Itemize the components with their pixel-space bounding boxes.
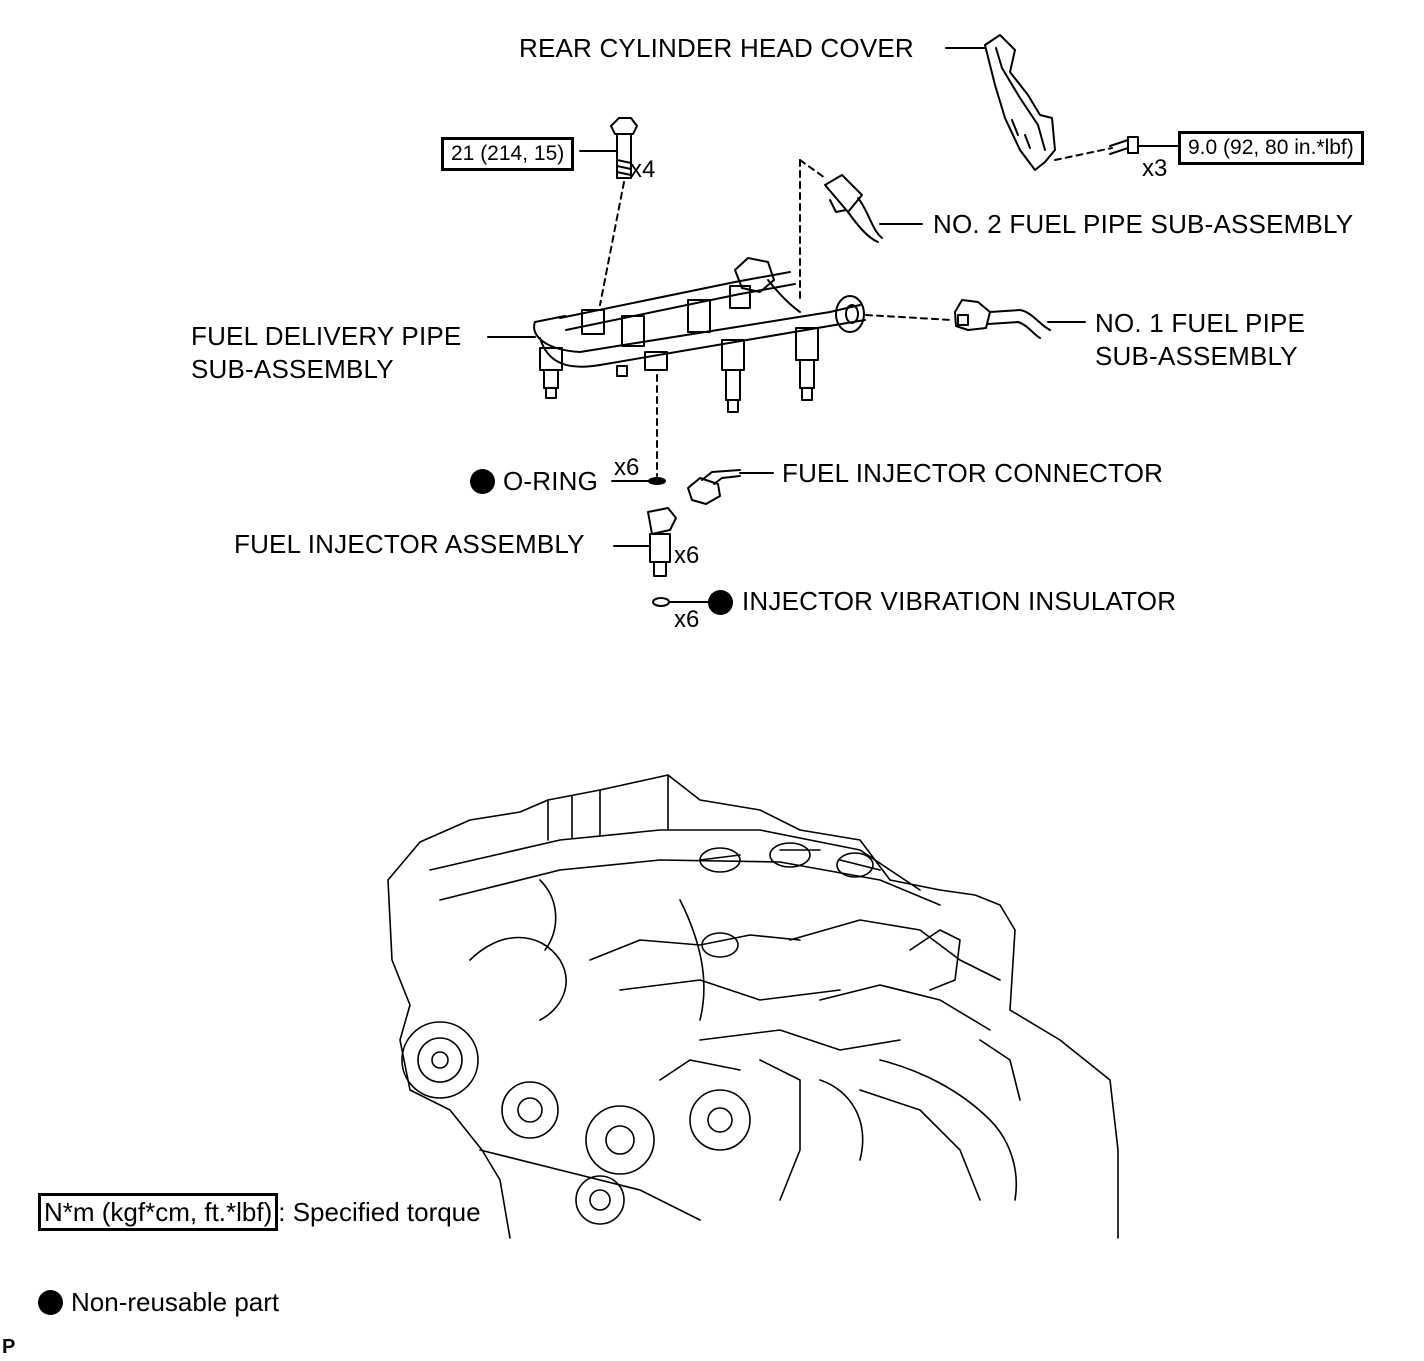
no1-pipe-dash <box>865 314 953 321</box>
no2-fuel-pipe-label: NO. 2 FUEL PIPE SUB-ASSEMBLY <box>933 209 1354 239</box>
cover-bolt-torque-box: 9.0 (92, 80 in.*lbf) <box>1178 131 1364 165</box>
non-reusable-legend-text: Non-reusable part <box>71 1287 280 1317</box>
torque-legend: N*m (kgf*cm, ft.*lbf): Specified torque <box>38 1193 481 1231</box>
cover-bolt-dash <box>1054 147 1113 161</box>
vibration-insulator-part <box>652 597 670 607</box>
no1-fuel-pipe-label-line1: NO. 1 FUEL PIPE <box>1095 308 1306 338</box>
fuel-delivery-pipe-label-line1: FUEL DELIVERY PIPE <box>191 321 462 351</box>
injector-vibration-insulator-label: INJECTOR VIBRATION INSULATOR <box>742 586 1177 616</box>
engine-illustration <box>387 774 1119 1239</box>
no2-fuel-pipe-part <box>824 174 883 243</box>
fuel-injector-connector-label: FUEL INJECTOR CONNECTOR <box>782 458 1164 488</box>
non-reusable-dot-o-ring <box>470 469 495 494</box>
delivery-bolt-part <box>610 117 638 179</box>
fuel-injector-connector-part <box>687 469 741 505</box>
no1-fuel-pipe-label-line2: SUB-ASSEMBLY <box>1095 341 1298 371</box>
fuel-injector-assembly-part <box>647 507 677 577</box>
rear-cylinder-head-cover-part <box>984 34 1056 171</box>
non-reusable-legend-dot <box>38 1290 63 1315</box>
non-reusable-dot-insulator <box>708 590 733 615</box>
no1-fuel-pipe-part <box>954 299 1051 339</box>
o-ring-qty: x6 <box>614 454 640 481</box>
o-ring-part <box>648 477 666 485</box>
torque-unit-box: N*m (kgf*cm, ft.*lbf) <box>38 1193 279 1231</box>
cover-bolt-qty: x3 <box>1142 155 1168 182</box>
figure-reference: P <box>2 1336 16 1358</box>
injector-qty: x6 <box>674 542 700 569</box>
fuel-injector-assembly-label: FUEL INJECTOR ASSEMBLY <box>234 529 585 559</box>
fuel-delivery-pipe-label-line2: SUB-ASSEMBLY <box>191 354 394 384</box>
delivery-bolt-qty: x4 <box>630 156 656 183</box>
fuel-delivery-pipe-part <box>533 257 866 413</box>
rear-cylinder-head-cover-label: REAR CYLINDER HEAD COVER <box>519 33 914 63</box>
insulator-qty: x6 <box>674 606 700 633</box>
delivery-bolt-torque-box: 21 (214, 15) <box>441 137 575 171</box>
delivery-bolt-dash <box>599 181 625 306</box>
cover-bolt-part <box>1109 136 1179 155</box>
torque-legend-text: : Specified torque <box>278 1197 481 1227</box>
o-ring-label: O-RING <box>503 466 599 496</box>
